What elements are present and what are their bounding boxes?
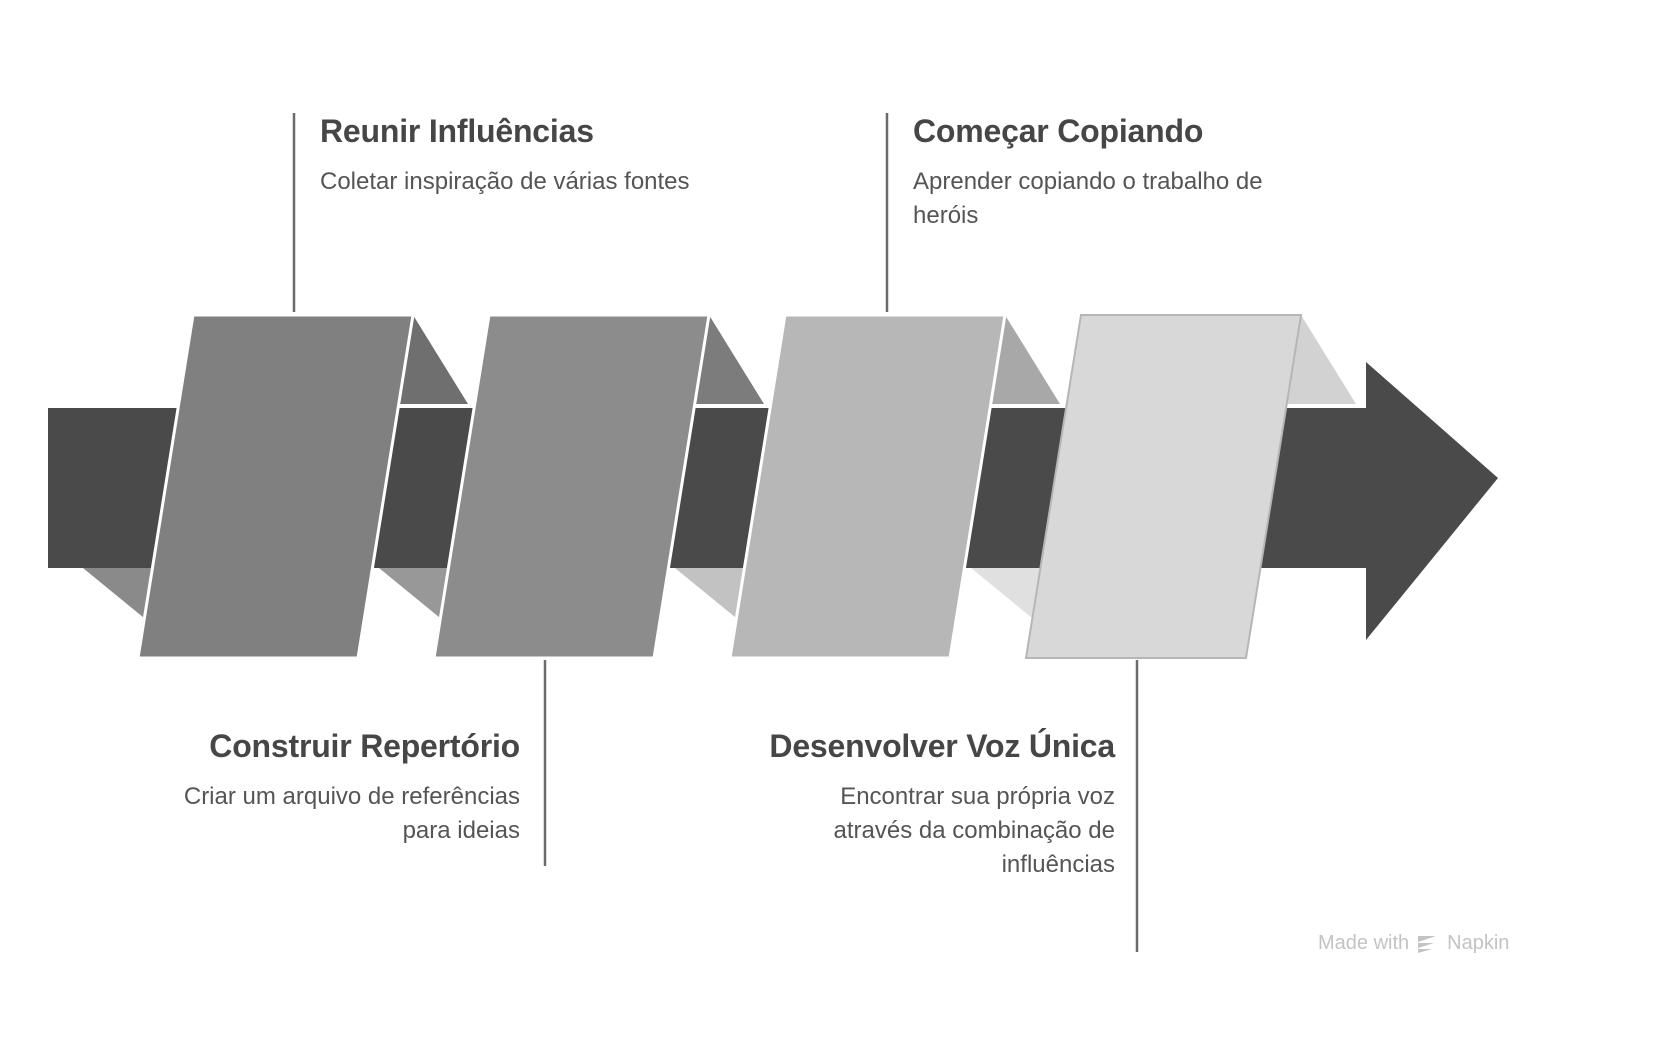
step-block-4[interactable] — [971, 314, 1356, 659]
step-4-face — [1024, 314, 1303, 659]
step-3-description: Aprender copiando o trabalho de heróis — [913, 167, 1263, 229]
step-2-description: Criar um arquivo de referências para ide… — [183, 782, 520, 844]
step-1-face — [136, 313, 415, 660]
step-3-title: Começar Copiando — [913, 113, 1204, 149]
step-3-face — [728, 313, 1007, 660]
step-1-description: Coletar inspiração de várias fontes — [320, 167, 690, 195]
step-label-4[interactable]: Desenvolver Voz Única Encontrar sua próp… — [760, 728, 1115, 882]
step-block-3[interactable] — [675, 313, 1060, 660]
watermark-made-with-label: Made with — [1318, 932, 1410, 954]
step-block-1[interactable] — [83, 313, 468, 660]
step-block-2[interactable] — [379, 313, 764, 660]
napkin-logo-icon — [1418, 935, 1437, 953]
step-2-face — [432, 313, 711, 660]
step-label-1[interactable]: Reunir Influências Coletar inspiração de… — [320, 113, 700, 199]
step-2-title: Construir Repertório — [209, 728, 520, 764]
watermark-brand-label: Napkin — [1447, 932, 1510, 954]
step-4-description: Encontrar sua própria voz através da com… — [833, 782, 1115, 878]
watermark: Made with Napkin — [1318, 932, 1509, 955]
step-1-title: Reunir Influências — [320, 113, 594, 149]
step-4-title: Desenvolver Voz Única — [769, 728, 1115, 764]
step-label-3[interactable]: Começar Copiando Aprender copiando o tra… — [913, 113, 1273, 233]
step-label-2[interactable]: Construir Repertório Criar um arquivo de… — [168, 728, 520, 848]
